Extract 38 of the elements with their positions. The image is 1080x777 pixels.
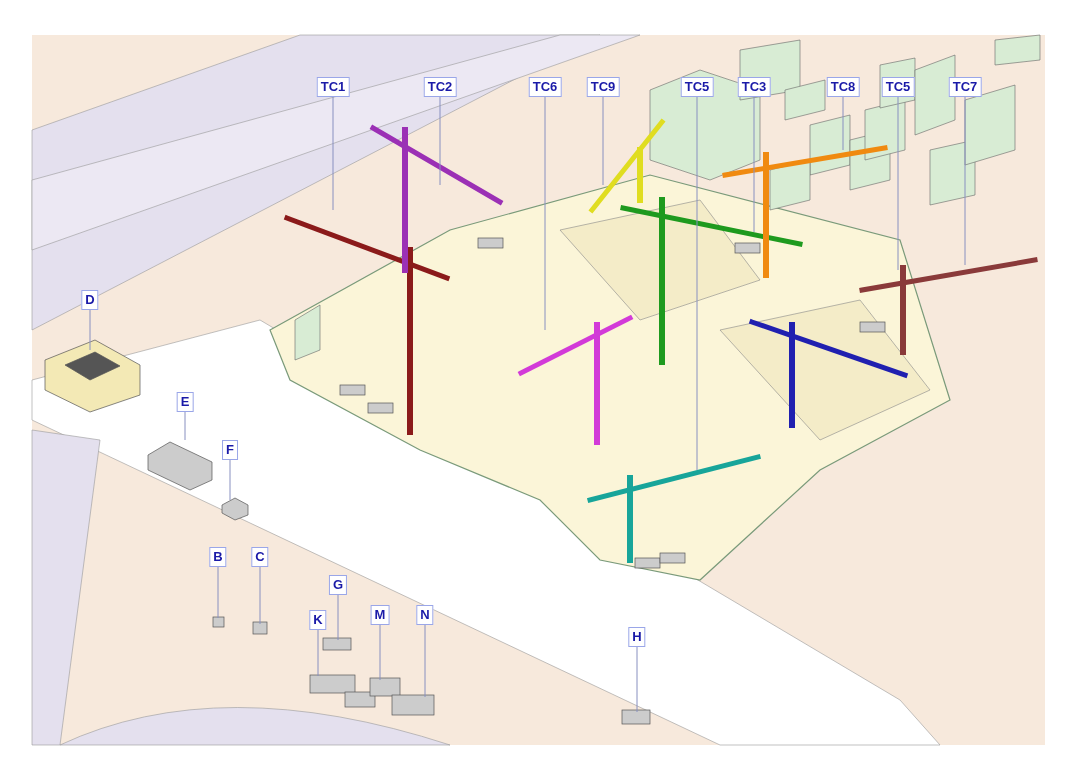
leader-line [89, 309, 91, 351]
callout-label: TC8 [826, 77, 860, 97]
callout-label: M [370, 605, 390, 625]
leader-line [424, 624, 426, 698]
callout-label: C [251, 547, 269, 567]
leader-line [332, 96, 334, 211]
leader-line [544, 96, 546, 331]
leader-line [337, 594, 339, 641]
callout-label: F [222, 440, 238, 460]
callout-label: TC2 [423, 77, 457, 97]
leader-line [636, 646, 638, 713]
callout-label: TC7 [948, 77, 982, 97]
leader-line [229, 459, 231, 501]
leader-line [964, 96, 966, 266]
callout-label: TC6 [528, 77, 562, 97]
callout-label: G [328, 575, 348, 595]
callout-label: TC1 [316, 77, 350, 97]
callout-label: TC5 [881, 77, 915, 97]
callout-label: TC3 [737, 77, 771, 97]
leader-line [842, 96, 844, 151]
callout-label: TC9 [586, 77, 620, 97]
leader-line [217, 566, 219, 619]
leader-line [696, 96, 698, 471]
leader-line [379, 624, 381, 681]
callout-label: TC5 [680, 77, 714, 97]
callout-label: D [81, 290, 99, 310]
leader-line [317, 629, 319, 677]
callout-label: H [628, 627, 646, 647]
leader-line [602, 96, 604, 186]
leader-line [897, 96, 899, 271]
leader-line [259, 566, 261, 625]
callout-label: K [309, 610, 327, 630]
leader-line [753, 96, 755, 233]
callout-label: B [209, 547, 227, 567]
callout-label: N [416, 605, 434, 625]
leader-line [439, 96, 441, 186]
callout-label: E [176, 392, 194, 412]
leader-line [184, 411, 186, 441]
